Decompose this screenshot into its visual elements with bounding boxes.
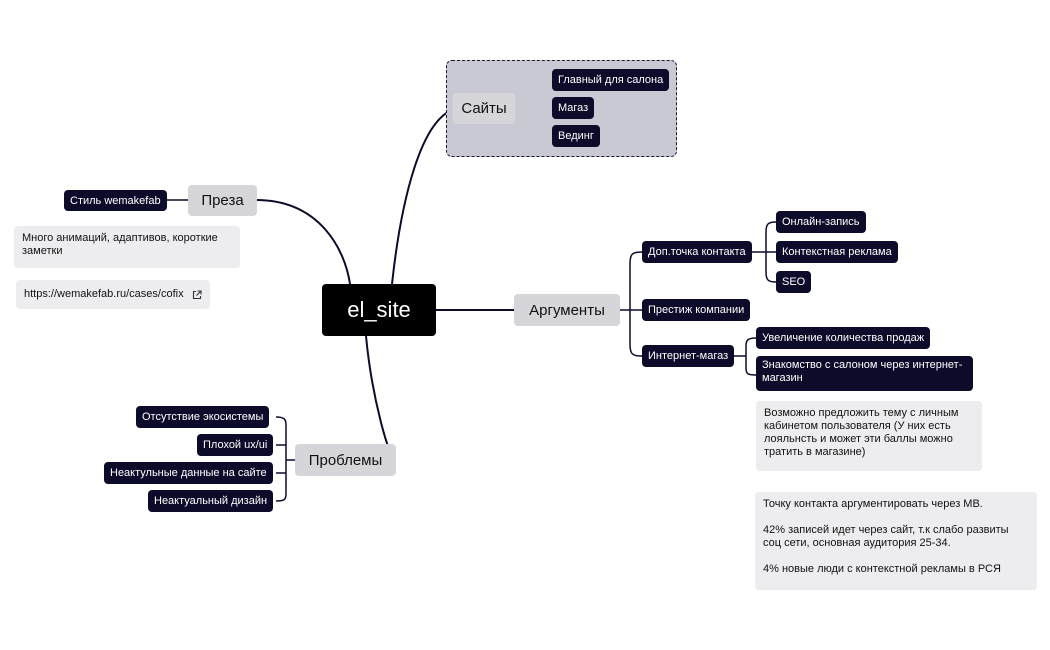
branch-arguments[interactable]: Аргументы [514, 294, 620, 326]
problems-item-no-ecosystem[interactable]: Отсутствие экосистемы [136, 406, 270, 428]
sites-item-wedding[interactable]: Вединг [552, 125, 600, 147]
contact-item-seo[interactable]: SEO [776, 271, 812, 293]
problems-item-bad-ux-ui[interactable]: Плохой ux/ui [197, 434, 274, 456]
summary-line-1: Точку контакта аргументировать через МВ. [763, 498, 983, 510]
preza-link-text[interactable]: https://wemakefab.ru/cases/cofix [24, 288, 184, 300]
summary-line-3: 4% новые люди с контекстной рекламы в РС… [763, 563, 1001, 575]
contact-item-online-booking[interactable]: Онлайн-запись [776, 211, 866, 233]
summary-line-2: 42% записей идет через сайт, т.к слабо р… [763, 524, 1009, 549]
preza-style-tag[interactable]: Стиль wemakefab [64, 190, 167, 211]
shop-note: Возможно предложить тему с личным кабине… [756, 401, 982, 471]
root-node[interactable]: el_site [322, 284, 436, 336]
arguments-summary-note: Точку контакта аргументировать через МВ.… [755, 492, 1037, 590]
preza-note: Много анимаций, адаптивов, короткие заме… [14, 226, 240, 268]
arguments-contact-point[interactable]: Доп.точка контакта [642, 241, 752, 263]
problems-item-outdated-design[interactable]: Неактуальный дизайн [148, 490, 274, 512]
sites-item-main-salon[interactable]: Главный для салона [552, 69, 670, 91]
preza-link[interactable]: https://wemakefab.ru/cases/cofix [16, 280, 210, 309]
branch-problems[interactable]: Проблемы [295, 444, 396, 476]
shop-item-sales-increase[interactable]: Увеличение количества продаж [756, 327, 931, 349]
arguments-prestige[interactable]: Престиж компании [642, 299, 751, 321]
arguments-online-shop[interactable]: Интернет-магаз [642, 345, 735, 367]
sites-item-shop[interactable]: Магаз [552, 97, 595, 119]
contact-item-context-ads[interactable]: Контекстная реклама [776, 241, 898, 263]
branch-preza[interactable]: Преза [188, 185, 257, 216]
problems-item-outdated-data[interactable]: Неактульные данные на сайте [104, 462, 273, 484]
branch-sites[interactable]: Сайты [453, 93, 515, 124]
external-link-icon[interactable] [192, 289, 202, 300]
shop-item-salon-intro[interactable]: Знакомство с салоном через интернет-мага… [756, 356, 973, 391]
